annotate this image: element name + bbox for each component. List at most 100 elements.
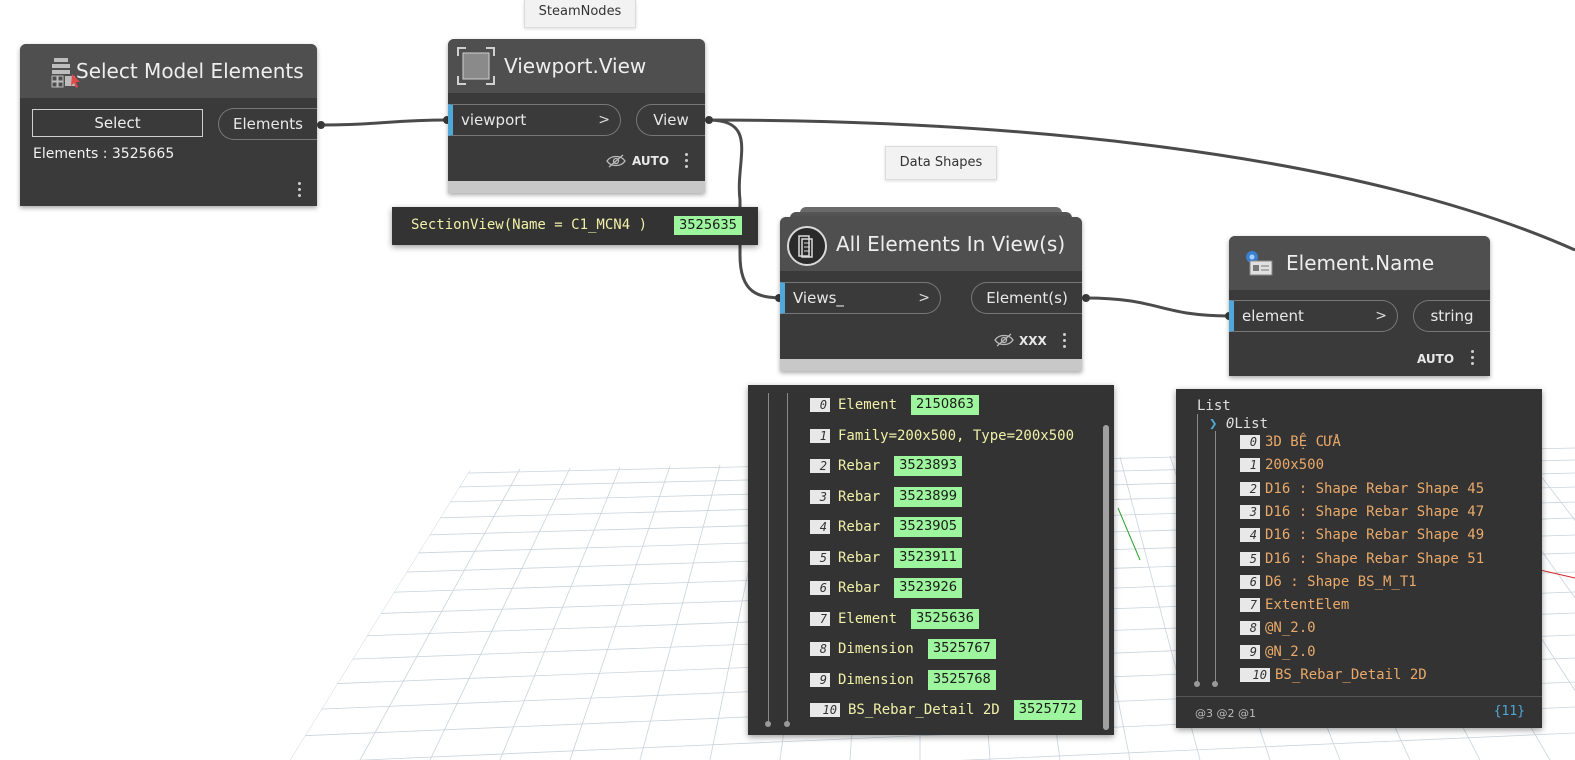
lacing-label[interactable]: AUTO: [632, 154, 670, 168]
list-index: 9: [810, 672, 830, 687]
axis-green: [1117, 507, 1141, 561]
list-index: 10: [810, 703, 840, 717]
output-port-label: string: [1430, 307, 1474, 325]
scrollbar-thumb[interactable]: [1103, 425, 1109, 730]
list-item-label: Rebar: [838, 580, 881, 596]
expand-chevron-icon[interactable]: ❯: [1209, 416, 1218, 432]
list-index: 2: [1240, 481, 1260, 496]
node-menu-icon[interactable]: [685, 153, 689, 171]
list-index: 8: [810, 642, 830, 656]
node-menu-icon[interactable]: [1063, 333, 1067, 351]
output-port-string[interactable]: string: [1413, 300, 1490, 332]
output-port-label: Element(s): [986, 289, 1068, 307]
list-item-label: Rebar: [838, 488, 881, 505]
list-item: 9 Dimension 3525768: [810, 669, 996, 690]
node-element-name[interactable]: Element.Name element > string AUTO: [1229, 236, 1490, 376]
input-port-viewport[interactable]: viewport >: [448, 104, 621, 136]
list-item-value: 200x500: [1265, 457, 1325, 474]
element-id-badge: 3525767: [927, 639, 996, 659]
list-item-label: Rebar: [838, 549, 881, 566]
tree-line: [787, 393, 788, 725]
group-steamnodes-label: SteamNodes: [538, 4, 622, 19]
selection-status: Elements : 3525665: [33, 146, 175, 162]
list-index: 9: [1240, 644, 1260, 659]
node-title: All Elements In View(s): [836, 232, 1066, 256]
output-port-view[interactable]: View: [636, 104, 705, 136]
list-index: 6: [810, 581, 830, 595]
node-menu-icon[interactable]: [298, 182, 302, 200]
list-index: 4: [810, 520, 830, 534]
input-port-element[interactable]: element >: [1229, 300, 1398, 332]
select-button[interactable]: Select: [32, 109, 203, 137]
lacing-label[interactable]: XXX: [1019, 334, 1047, 348]
chevron-right-icon: >: [918, 290, 930, 306]
list-item: 5 Rebar 3523911: [810, 547, 963, 568]
preview-footer: [1176, 696, 1542, 697]
node-viewport-view[interactable]: Viewport.View viewport > View AUTO: [448, 39, 705, 193]
node-menu-icon[interactable]: [1471, 350, 1475, 368]
list-index: 10: [1240, 668, 1270, 682]
group-steamnodes[interactable]: SteamNodes: [524, 0, 636, 28]
node-footer-bar: [448, 181, 705, 193]
list-item-label: Element: [838, 397, 898, 413]
node-title: Element.Name: [1286, 251, 1435, 275]
viewport-icon: [457, 47, 495, 85]
select-button-label: Select: [94, 114, 141, 132]
list-count: {11}: [1493, 704, 1525, 719]
list-index: 0: [1240, 435, 1260, 449]
element-id-badge: 3525636: [911, 608, 979, 629]
all-elements-icon: [787, 226, 827, 266]
input-port-views[interactable]: Views_ >: [780, 282, 941, 314]
input-port-label: viewport: [461, 111, 527, 129]
list-levels[interactable]: @3 @2 @1: [1195, 707, 1256, 720]
list-item-label: Dimension: [838, 671, 914, 688]
input-port-label: element: [1242, 307, 1304, 325]
list-index: 1: [810, 428, 830, 443]
list-index: 2: [810, 459, 830, 473]
list-item-label: Element: [838, 610, 898, 627]
output-port-elements[interactable]: Elements: [218, 108, 317, 140]
list-item-value: @N_2.0: [1265, 643, 1316, 660]
list-item-value: @N_2.0: [1265, 620, 1316, 637]
preview-hidden-icon[interactable]: [994, 332, 1014, 348]
node-title: Viewport.View: [504, 54, 647, 78]
list-item-label: Family=200x500, Type=200x500: [838, 427, 1075, 444]
chevron-right-icon: >: [598, 112, 610, 128]
scrollbar-track[interactable]: [1103, 425, 1109, 730]
element-id-badge: 3525635: [674, 216, 742, 235]
lacing-label[interactable]: AUTO: [1417, 352, 1455, 366]
group-data-shapes[interactable]: Data Shapes: [885, 146, 997, 180]
node-header[interactable]: [780, 217, 1082, 271]
list-item-value: D16 : Shape Rebar Shape 49: [1265, 527, 1485, 544]
element-name-icon: [1246, 251, 1273, 276]
element-id-badge: 3525772: [1013, 700, 1082, 720]
node-all-elements-in-views[interactable]: All Elements In View(s) Views_ > Element…: [780, 217, 1082, 371]
tree-level-dot: [765, 721, 771, 727]
list-index: 8: [1240, 621, 1260, 636]
group-data-shapes-label: Data Shapes: [899, 155, 983, 170]
tree-level-dot: [784, 721, 790, 727]
preview-bubble-viewport[interactable]: SectionView(Name = C1_MCN4 ) 3525635: [392, 207, 758, 245]
list-index: 5: [810, 550, 830, 565]
preview-hidden-icon[interactable]: [606, 153, 626, 169]
list-sublist-row[interactable]: ❯ 0List: [1209, 414, 1268, 434]
list-item: 1 Family=200x500, Type=200x500: [810, 426, 1074, 446]
element-id-badge: 3523905: [894, 517, 963, 537]
list-item-value: D6 : Shape BS_M_T1: [1265, 573, 1417, 590]
node-select-model-elements[interactable]: Select Model Elements Select Elements El…: [20, 44, 317, 206]
element-id-badge: 3523911: [894, 547, 963, 568]
output-port-elements[interactable]: Element(s): [971, 282, 1082, 314]
element-id-badge: 3525768: [927, 669, 996, 690]
sublist-label: List: [1234, 416, 1269, 432]
